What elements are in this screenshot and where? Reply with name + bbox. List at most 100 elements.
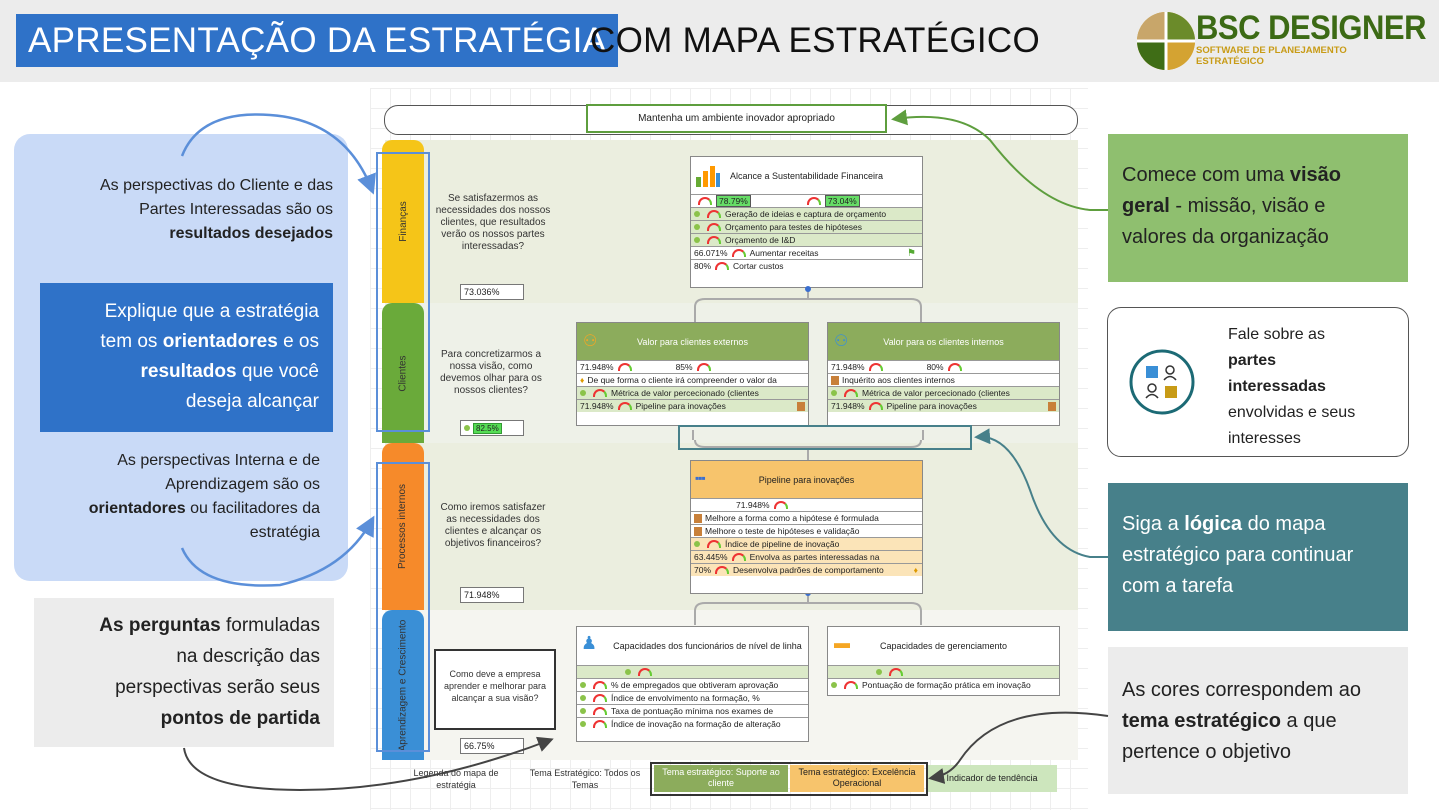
connectors	[692, 286, 924, 625]
bulb-icon: ♦	[913, 565, 918, 575]
document-icon	[1048, 401, 1056, 411]
kpi-value: 71.948%	[831, 362, 865, 372]
card-line-staff-capabilities[interactable]: ♟ Capacidades dos funcionários de nível d…	[576, 626, 809, 742]
kpi-label: Índice de inovação na formação de altera…	[611, 719, 781, 729]
gauge-icon	[731, 249, 746, 257]
bulb-icon: ♦	[580, 375, 585, 385]
kpi-value: 80%	[926, 362, 944, 372]
document-icon	[694, 526, 702, 536]
gauge-icon	[593, 720, 607, 728]
kpi-label: Orçamento para testes de hipóteses	[725, 222, 863, 232]
title-rest: COM MAPA ESTRATÉGICO	[590, 21, 1041, 60]
card-innovation-pipeline[interactable]: ▪▪▪Pipeline para inovações 71.948% Melho…	[690, 460, 923, 594]
logo-name: BSC DESIGNER	[1196, 8, 1426, 47]
vision-text[interactable]: Mantenha um ambiente inovador apropriado	[586, 104, 887, 133]
gauge-icon	[593, 681, 607, 689]
presenter-icon: ▬	[834, 635, 850, 652]
gauge-icon	[707, 540, 721, 548]
kpi-value: 85%	[675, 362, 693, 372]
gauge-icon	[889, 668, 903, 676]
legend-trend-indicator: Indicador de tendência	[927, 765, 1057, 792]
pipeline-icon: ▪▪▪	[695, 471, 706, 485]
highlight-results	[376, 152, 430, 432]
stakeholders-icon	[1129, 349, 1195, 415]
value-aprendizagem: 66.75%	[460, 738, 524, 754]
gauge-icon	[707, 223, 721, 231]
legend-highlight	[650, 762, 928, 796]
document-icon	[797, 401, 805, 411]
gauge-icon	[868, 402, 883, 410]
kpi-label: Pontuação de formação prática em inovaçã…	[862, 680, 1031, 690]
gauge-icon	[715, 566, 730, 574]
persp-aprendizagem: Aprendizagem e Crescimento	[382, 610, 424, 760]
kpi-value: 70%	[694, 565, 712, 575]
card-title: Capacidades de gerenciamento	[879, 641, 1008, 651]
flag-icon: ⚑	[907, 247, 916, 259]
logo-icon	[1137, 12, 1195, 70]
kpi-label: Desenvolva padrões de comportamento	[733, 565, 884, 575]
gauge-icon	[696, 363, 711, 371]
card-external-clients[interactable]: ⚇ Valor para clientes externos 71.948% 85%…	[576, 322, 809, 426]
gauge-icon	[844, 389, 858, 397]
card-title: Valor para clientes externos	[637, 336, 748, 347]
question-financas: Se satisfazermos as necessidades dos nos…	[435, 193, 551, 252]
people-icon: ⚇	[583, 333, 598, 350]
kpi-value: 80%	[694, 261, 712, 271]
kpi-value: 78.79%	[716, 195, 751, 207]
card-financial-sustainability[interactable]: Alcance a Sustentabilidade Financeira 78…	[690, 156, 923, 288]
legend-customer-support: Tema estratégico: Suporte ao cliente	[654, 765, 788, 792]
kpi-value: 71.948%	[736, 500, 770, 510]
document-icon	[831, 375, 839, 385]
kpi-value: 66.071%	[694, 248, 728, 258]
gauge-icon	[844, 681, 858, 689]
kpi-label: Melhore a forma como a hipótese é formul…	[705, 513, 879, 523]
card-title: Capacidades dos funcionários de nível de…	[613, 641, 802, 651]
value-processos: 71.948%	[460, 587, 524, 603]
gauge-icon	[638, 668, 652, 676]
kpi-value: 71.948%	[580, 401, 614, 411]
callout-logic: Siga a lógica do mapa estratégico para c…	[1108, 483, 1408, 631]
kpi-label: Melhore o teste de hipóteses e validação	[705, 526, 860, 536]
kpi-label: Métrica de valor percecionado (clientes	[611, 388, 759, 398]
callout-questions: As perguntas formuladas na descrição das…	[34, 598, 334, 747]
question-box	[434, 649, 556, 730]
legend-all-themes: Tema Estratégico: Todos os Temas	[529, 768, 641, 790]
value-clientes: 82.5%	[460, 420, 524, 436]
persp-processos: Processos internos	[382, 443, 424, 610]
gauge-icon	[593, 694, 607, 702]
gauge-icon	[731, 553, 746, 561]
gauge-icon	[773, 501, 788, 509]
title-highlight: APRESENTAÇÃO DA ESTRATÉGIA	[16, 14, 619, 67]
graduate-icon: ♟	[581, 633, 598, 653]
gauge-icon	[617, 363, 632, 371]
kpi-label: Envolva as partes interessadas na	[749, 552, 880, 562]
persp-financas: Finanças	[382, 140, 424, 303]
gauge-icon	[806, 197, 821, 205]
gauge-icon	[593, 389, 607, 397]
kpi-value: 71.948%	[831, 401, 865, 411]
callout-colors: As cores correspondem ao tema estratégic…	[1108, 647, 1408, 794]
kpi-label: Taxa de pontuação mínima nos exames de	[611, 706, 774, 716]
kpi-label: Cortar custos	[733, 261, 784, 271]
kpi-label: Aumentar receitas	[749, 248, 819, 258]
kpi-label: De que forma o cliente irá compreender o…	[587, 375, 777, 385]
question-clientes: Para concretizarmos a nossa visão, como …	[440, 349, 542, 396]
person-icon: ⚇	[834, 333, 849, 350]
question-processos: Como iremos satisfazer as necessidades d…	[440, 502, 546, 549]
gauge-icon	[707, 236, 721, 244]
kpi-value: 63.445%	[694, 552, 728, 562]
persp-clientes: Clientes	[382, 303, 424, 443]
question-aprendizagem: Como deve a empresa aprender e melhorar …	[443, 669, 547, 703]
card-management-capabilities[interactable]: ▬ Capacidades de gerenciamento Pontuação …	[827, 626, 1060, 696]
kpi-value: 71.948%	[580, 362, 614, 372]
kpi-label: Orçamento de I&D	[725, 235, 796, 245]
kpi-label: Índice de envolvimento na formação, %	[611, 693, 760, 703]
card-title: Valor para os clientes internos	[883, 336, 1004, 347]
kpi-label: Métrica de valor percecionado (clientes	[862, 388, 1010, 398]
gauge-icon	[868, 363, 883, 371]
kpi-label: Geração de ideias e captura de orçamento	[725, 209, 887, 219]
card-internal-clients[interactable]: ⚇ Valor para os clientes internos 71.948%…	[827, 322, 1060, 426]
